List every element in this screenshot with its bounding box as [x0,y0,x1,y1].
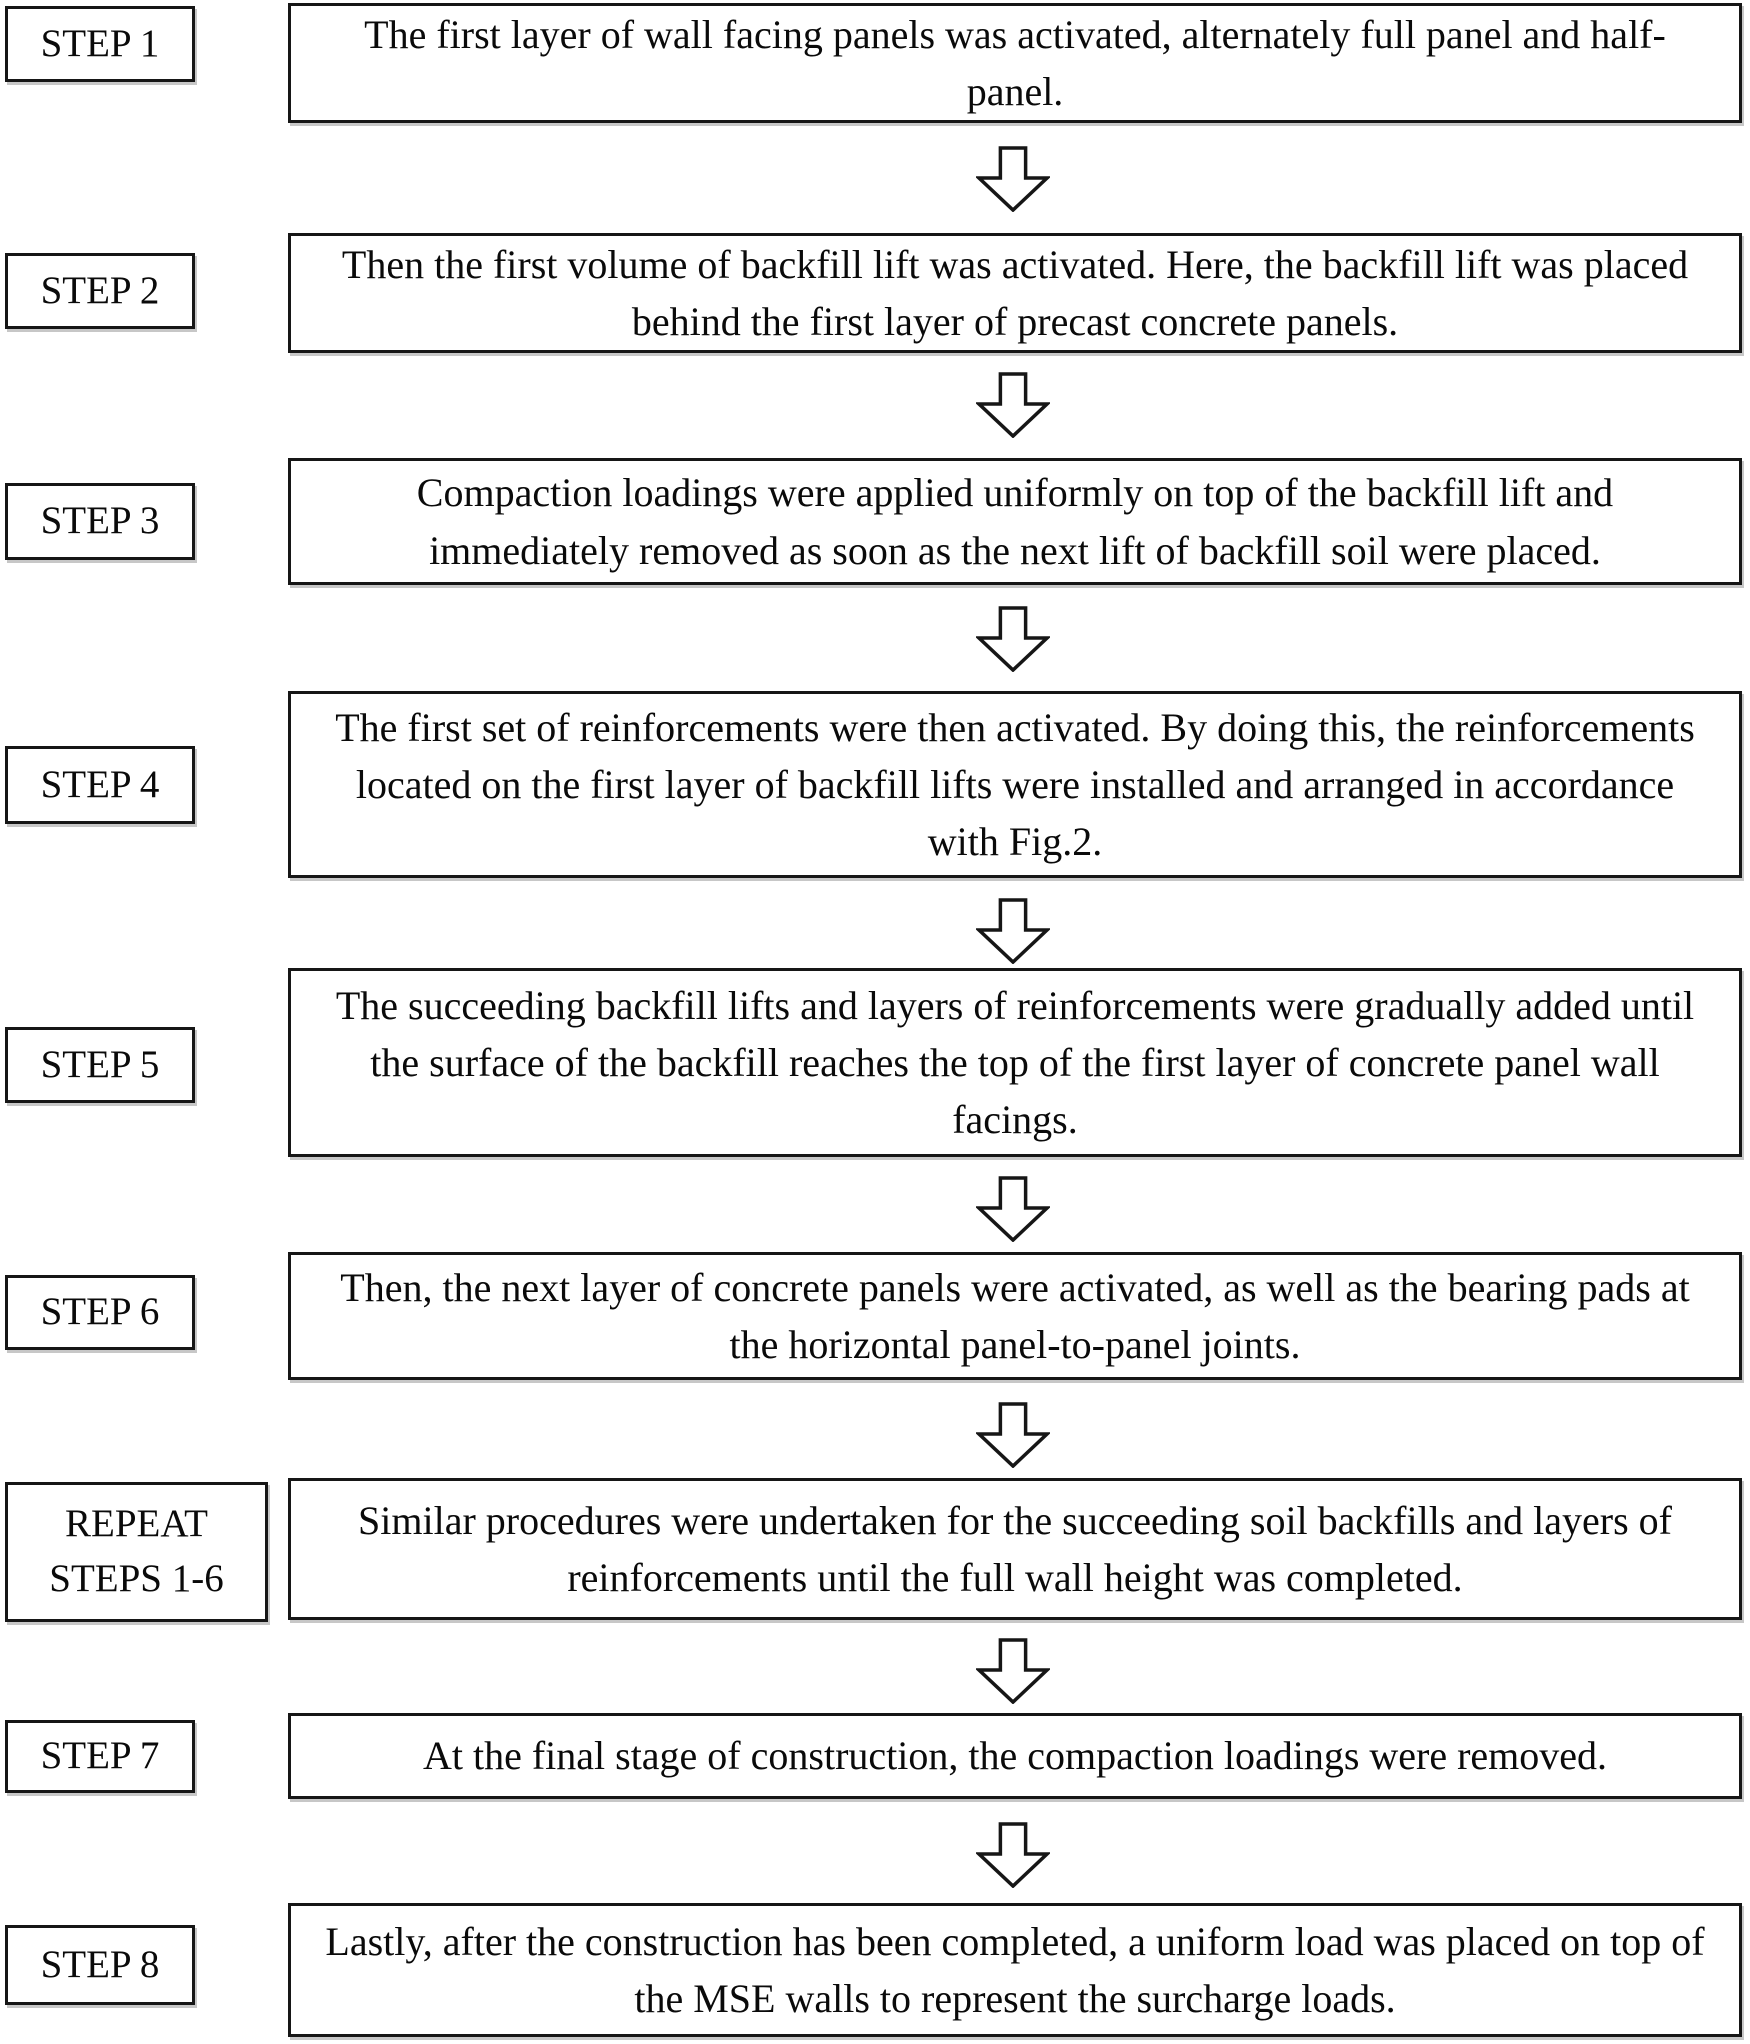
step-description-3: Compaction loadings were applied uniform… [416,470,1614,573]
step-label-box-4: STEP 4 [5,746,195,824]
step-label-box-8: STEP 8 [5,1925,195,2005]
step-description-5: The succeeding backfill lifts and layers… [335,982,1695,1143]
step-text-box-2: Then the first volume of backfill lift w… [288,233,1742,353]
repeat-steps-label: REPEAT STEPS 1-6 [49,1502,224,1600]
step-label-1: STEP 1 [40,21,160,65]
step-text-box-1: The first layer of wall facing panels wa… [288,3,1742,123]
step-text-box-6: Then, the next layer of concrete panels … [288,1252,1742,1380]
step-label-4: STEP 4 [40,762,160,806]
down-arrow-icon [976,1822,1050,1888]
step-text-box-5: The succeeding backfill lifts and layers… [288,968,1742,1157]
step-label-box-5: STEP 5 [5,1027,195,1103]
step-description-8: Lastly, after the construction has been … [325,1918,1705,2021]
step-label-box-6: STEP 6 [5,1275,195,1350]
step-label-8: STEP 8 [40,1942,160,1986]
step-label-2: STEP 2 [40,268,160,312]
step-label-5: STEP 5 [40,1042,160,1086]
repeat-steps-label-box: REPEAT STEPS 1-6 [5,1482,268,1622]
down-arrow-icon [976,1176,1050,1242]
step-label-box-2: STEP 2 [5,253,195,329]
down-arrow-icon [976,606,1050,672]
repeat-steps-description: Similar procedures were undertaken for t… [358,1497,1672,1600]
step-text-box-3: Compaction loadings were applied uniform… [288,458,1742,585]
step-text-box-4: The first set of reinforcements were the… [288,691,1742,878]
step-description-2: Then the first volume of backfill lift w… [341,241,1689,344]
down-arrow-icon [976,372,1050,438]
step-label-3: STEP 3 [40,499,160,543]
step-text-box-8: Lastly, after the construction has been … [288,1903,1742,2037]
step-description-7: At the final stage of construction, the … [422,1733,1608,1779]
step-text-box-7: At the final stage of construction, the … [288,1713,1742,1799]
step-label-box-1: STEP 1 [5,6,195,82]
step-description-6: Then, the next layer of concrete panels … [340,1264,1690,1367]
step-label-7: STEP 7 [40,1734,160,1778]
step-label-box-3: STEP 3 [5,483,195,560]
step-description-4: The first set of reinforcements were the… [335,704,1695,865]
step-label-6: STEP 6 [40,1290,160,1334]
down-arrow-icon [976,146,1050,212]
step-label-box-7: STEP 7 [5,1720,195,1793]
step-description-1: The first layer of wall facing panels wa… [364,11,1666,114]
repeat-steps-text-box: Similar procedures were undertaken for t… [288,1478,1742,1620]
down-arrow-icon [976,1402,1050,1468]
down-arrow-icon [976,1638,1050,1704]
down-arrow-icon [976,898,1050,964]
